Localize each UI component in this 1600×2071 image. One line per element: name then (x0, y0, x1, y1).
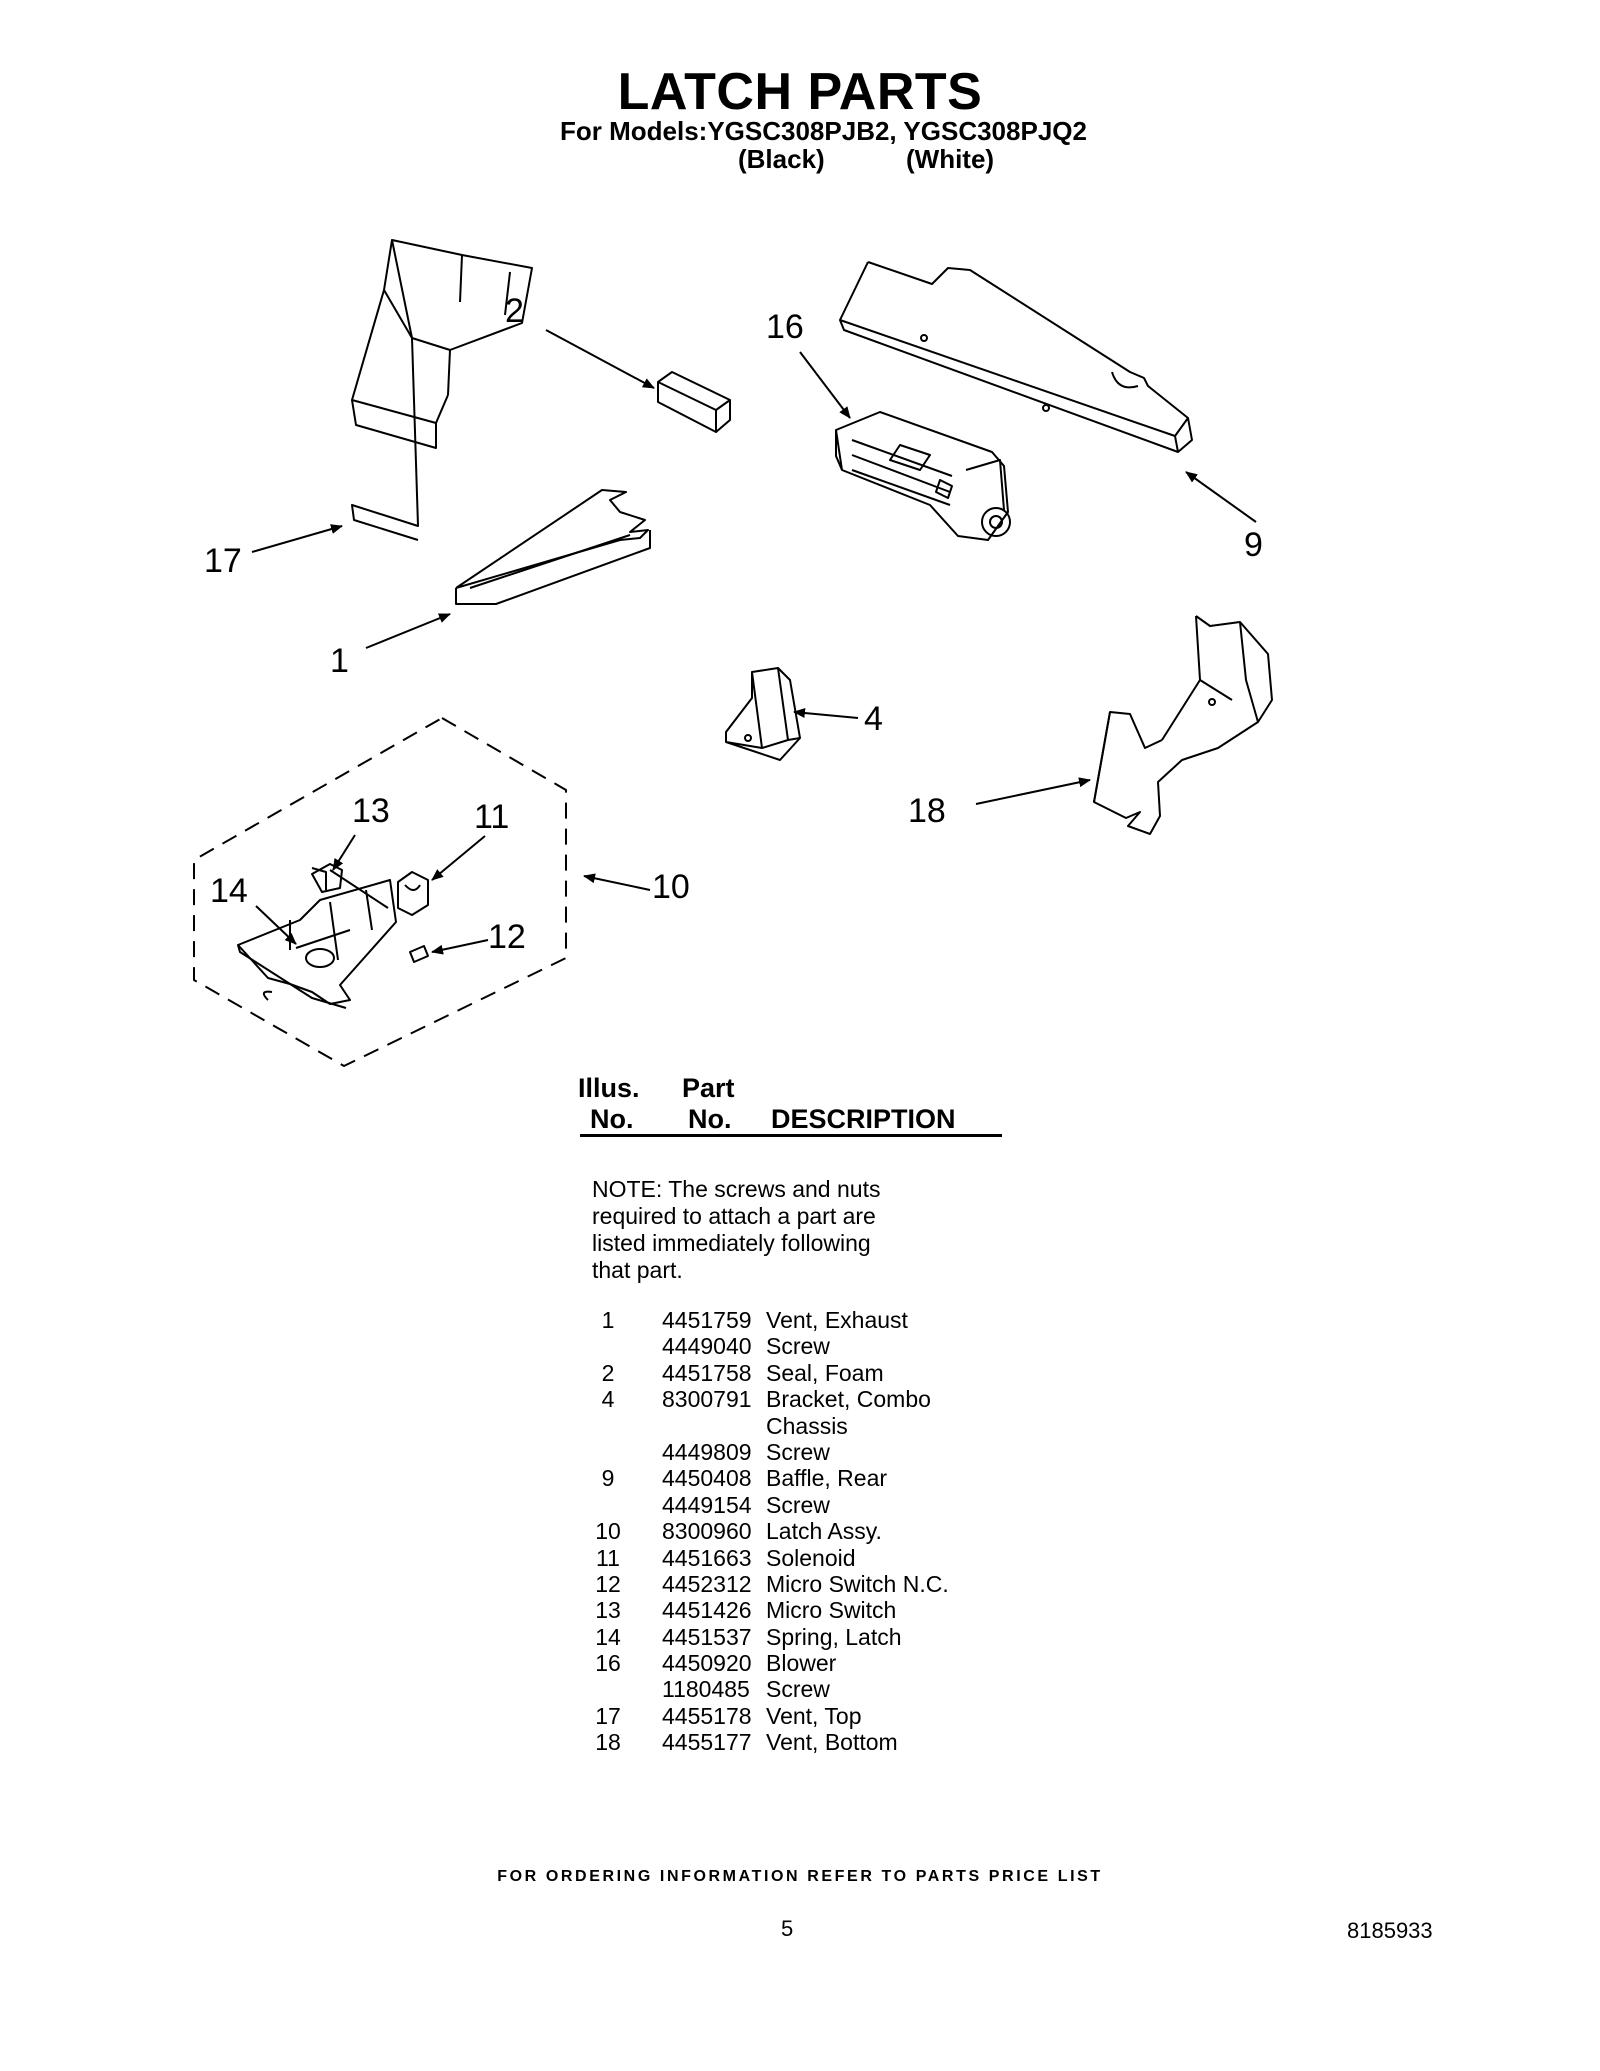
leader-10 (583, 873, 651, 891)
exploded-parts-diagram: 2 16 17 9 1 4 13 11 18 14 10 12 (193, 239, 1273, 1067)
foam-seal-drawing (657, 371, 731, 433)
variant-black: (Black) (738, 144, 825, 174)
header-rule (580, 1134, 1002, 1137)
illus-number: 14 (595, 1623, 621, 1650)
callout-2: 2 (505, 292, 524, 330)
part-number: 8300960 (662, 1518, 752, 1545)
callout-1: 1 (330, 642, 349, 680)
part-number: 4449809 (662, 1438, 752, 1465)
part-description: Screw (766, 1438, 830, 1465)
part-description: Vent, Exhaust (766, 1307, 908, 1333)
illus-number: 18 (595, 1729, 621, 1756)
illus-number: 10 (595, 1518, 621, 1545)
part-description: Vent, Top (766, 1702, 862, 1729)
vent-top-drawing (351, 239, 533, 541)
illus-number: 13 (595, 1597, 621, 1624)
part-number: 4449040 (662, 1333, 752, 1360)
illus-number: 16 (595, 1650, 621, 1677)
part-description: Micro Switch N.C. (766, 1570, 949, 1597)
callout-12: 12 (488, 918, 526, 956)
vent-exhaust-drawing (455, 489, 651, 605)
part-number: 4449154 (662, 1491, 752, 1518)
header-description: DESCRIPTION (771, 1104, 956, 1134)
part-description: Latch Assy. (766, 1518, 882, 1545)
part-description: Screw (766, 1491, 830, 1518)
part-description: Chassis (766, 1412, 848, 1439)
document-number: 8185933 (1347, 1918, 1433, 1943)
callout-9: 9 (1244, 526, 1263, 564)
leader-4 (793, 708, 859, 719)
leader-1 (365, 613, 451, 649)
illus-number: 4 (601, 1386, 615, 1413)
bracket-drawing (725, 667, 801, 761)
leader-9 (1185, 471, 1257, 523)
header-part-line1: Part (682, 1073, 735, 1103)
leader-14 (255, 905, 297, 945)
header-illus-line1: Illus. (578, 1073, 640, 1103)
illus-number: 9 (601, 1465, 615, 1492)
part-description: Baffle, Rear (766, 1465, 888, 1492)
callout-18: 18 (908, 792, 946, 830)
part-description: Solenoid (766, 1544, 856, 1571)
part-number: 4451759 (662, 1307, 752, 1333)
illus-number: 2 (601, 1359, 615, 1386)
part-description: Blower (766, 1650, 837, 1677)
callout-16: 16 (766, 308, 804, 346)
part-number: 4450920 (662, 1650, 752, 1677)
part-description: Bracket, Combo (766, 1386, 931, 1413)
part-number: 4450408 (662, 1465, 752, 1492)
illus-number: 12 (595, 1570, 621, 1597)
page-title: LATCH PARTS (617, 63, 983, 121)
part-number: 1180485 (662, 1676, 750, 1703)
leader-11 (431, 835, 486, 881)
part-number: 4451663 (662, 1544, 752, 1571)
part-number: 4451537 (662, 1623, 752, 1650)
ordering-footer: FOR ORDERING INFORMATION REFER TO PARTS … (497, 1868, 1103, 1885)
part-number: 4455177 (662, 1729, 752, 1756)
illus-number: 17 (595, 1702, 621, 1729)
blower-drawing (835, 411, 1011, 541)
page-number: 5 (781, 1916, 794, 1941)
callout-17: 17 (204, 542, 242, 580)
part-number: 4455178 (662, 1702, 752, 1729)
variant-white: (White) (906, 144, 995, 174)
header-part-line2: No. (688, 1104, 732, 1134)
part-description: Seal, Foam (766, 1359, 884, 1386)
callout-11: 11 (474, 798, 509, 836)
illus-number: 11 (596, 1544, 620, 1571)
vent-bottom-drawing (1093, 615, 1273, 835)
latch-assembly-outline (193, 717, 567, 1067)
part-number: 8300791 (662, 1386, 752, 1413)
latch-assembly-drawing (237, 863, 429, 1009)
leader-18 (975, 777, 1091, 805)
header-illus-line2: No. (590, 1104, 634, 1134)
callout-13: 13 (352, 792, 390, 830)
table-note: NOTE: The screws and nuts required to at… (592, 1176, 881, 1283)
part-description: Spring, Latch (766, 1623, 902, 1650)
leader-13 (332, 834, 356, 871)
part-number: 4452312 (662, 1570, 752, 1597)
part-description: Micro Switch (766, 1597, 897, 1624)
part-number: 4451758 (662, 1359, 752, 1386)
callout-4: 4 (864, 700, 883, 738)
models-line: For Models:YGSC308PJB2, YGSC308PJQ2 (560, 116, 1087, 146)
part-description: Screw (766, 1333, 830, 1360)
part-description: Screw (766, 1676, 830, 1703)
leader-12 (431, 939, 489, 955)
part-description: Vent, Bottom (766, 1729, 898, 1756)
callout-14: 14 (210, 872, 248, 910)
callout-10: 10 (652, 868, 690, 906)
leader-16 (799, 351, 851, 419)
baffle-rear-drawing (839, 261, 1193, 453)
illus-number: 1 (601, 1307, 615, 1333)
leader-2 (545, 329, 655, 389)
leader-17 (251, 524, 343, 553)
part-number: 4451426 (662, 1597, 752, 1624)
